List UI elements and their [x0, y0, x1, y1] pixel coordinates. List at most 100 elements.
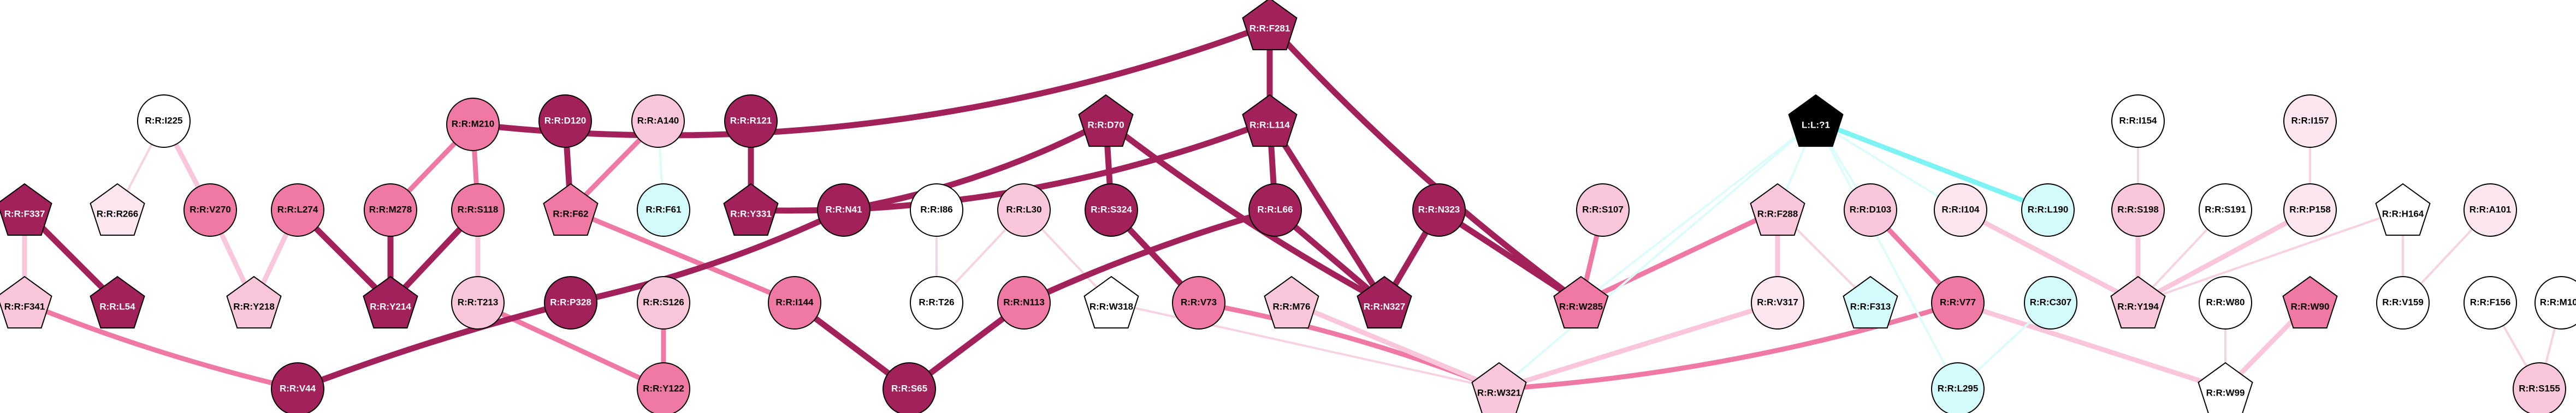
node-r-r-v44: R:R:V44 [271, 362, 324, 413]
node-r-r-w285: R:R:W285 [1553, 276, 1609, 329]
node-label: R:R:I154 [2119, 115, 2158, 125]
node-r-r-r266: R:R:R266 [90, 183, 145, 236]
node-circle-shape [364, 183, 417, 237]
node-pentagon-shape [1750, 183, 1805, 236]
node-label: R:R:F337 [4, 208, 45, 219]
node-circle-shape [2021, 183, 2075, 237]
node-label: R:R:F156 [2470, 297, 2511, 307]
node-circle-shape [1844, 183, 1897, 237]
node-r-r-s65: R:R:S65 [883, 362, 936, 413]
node-r-r-p328: R:R:P328 [544, 276, 597, 330]
node-circle-shape [2111, 183, 2165, 237]
node-circle-shape [1931, 276, 1985, 330]
node-label: R:R:W80 [2206, 297, 2245, 307]
node-circle-shape [2111, 94, 2165, 148]
node-r-r-d120: R:R:D120 [538, 94, 592, 148]
node-label: R:R:M105 [2540, 297, 2576, 307]
node-circle-shape [544, 276, 597, 330]
node-r-r-f337: R:R:F337 [0, 183, 52, 236]
node-label: R:R:L190 [2028, 204, 2069, 214]
node-r-r-i144: R:R:I144 [768, 276, 821, 330]
node-circle-shape [1248, 183, 1302, 237]
node-r-r-p158: R:R:P158 [2283, 183, 2337, 237]
node-label: R:R:N327 [1364, 301, 1406, 312]
node-r-r-y122: R:R:Y122 [637, 362, 690, 413]
node-label: R:R:H164 [2382, 208, 2424, 219]
node-pentagon-shape [2198, 362, 2253, 413]
node-r-r-s118: R:R:S118 [451, 183, 505, 237]
node-circle-shape [271, 362, 324, 413]
node-label: R:R:S107 [1582, 204, 1624, 214]
node-circle-shape [817, 183, 870, 237]
node-r-r-y331: R:R:Y331 [723, 183, 779, 236]
edge-r-r-f341-to-r-r-v44 [22, 300, 300, 392]
edge-r-r-t213-to-r-r-y122 [475, 300, 666, 392]
node-label: R:R:N113 [1003, 297, 1045, 307]
node-r-r-v317: R:R:V317 [1751, 276, 1804, 330]
node-label: R:R:R121 [730, 115, 772, 125]
node-circle-shape [446, 98, 500, 151]
node-circle-shape [271, 183, 324, 237]
node-pentagon-shape [543, 183, 599, 236]
node-r-r-v73: R:R:V73 [1172, 276, 1225, 330]
node-r-r-f62: R:R:F62 [543, 183, 599, 236]
node-pentagon-shape [363, 276, 418, 329]
node-r-r-v159: R:R:V159 [2376, 276, 2430, 330]
node-label: R:R:W321 [1477, 387, 1521, 398]
node-label: R:R:F288 [1757, 208, 1798, 219]
node-r-r-m76: R:R:M76 [1264, 276, 1319, 329]
node-circle-shape [2464, 183, 2517, 237]
edge-r-r-l66-to-r-r-n113 [1021, 207, 1278, 306]
edge-r-r-v73-to-r-r-w321 [1196, 300, 1502, 392]
node-label: R:R:F281 [1249, 23, 1290, 33]
node-label: R:R:W99 [2206, 387, 2245, 398]
node-r-r-m278: R:R:M278 [364, 183, 417, 237]
edge-r-r-f288-to-r-r-w285 [1578, 207, 1780, 306]
node-r-r-m105: R:R:M105 [2534, 276, 2576, 330]
node-r-r-s155: R:R:S155 [2513, 362, 2566, 413]
node-pentagon-shape [1078, 94, 1134, 147]
edge-l-l-1-to-r-r-w321 [1498, 120, 1817, 390]
node-r-r-r121: R:R:R121 [724, 94, 778, 148]
node-label: R:R:I144 [776, 297, 814, 307]
node-circle-shape [883, 362, 936, 413]
node-r-r-f313: R:R:F313 [1843, 276, 1898, 329]
node-pentagon-shape [0, 276, 52, 329]
node-circle-shape [637, 276, 690, 330]
node-r-r-i86: R:R:I86 [910, 183, 963, 237]
node-label: R:R:P158 [2289, 204, 2331, 214]
node-circle-shape [2283, 94, 2337, 148]
node-circle-shape [2024, 276, 2077, 330]
node-circle-shape [2283, 183, 2337, 237]
node-r-r-l190: R:R:L190 [2021, 183, 2075, 237]
node-label: R:R:Y194 [2117, 301, 2159, 312]
node-r-r-l66: R:R:L66 [1248, 183, 1302, 237]
node-label: R:R:D70 [1087, 119, 1124, 130]
edge-l-l-1-to-r-r-w285 [1580, 120, 1817, 304]
node-label: R:R:S191 [2205, 204, 2246, 214]
node-label: R:R:L295 [1938, 383, 1979, 393]
edge-r-r-f281-to-r-r-w285 [1266, 21, 1584, 306]
node-label: R:R:D120 [544, 115, 587, 125]
node-circle-shape [997, 183, 1051, 237]
node-label: R:R:V270 [190, 204, 231, 214]
node-r-r-f156: R:R:F156 [2464, 276, 2517, 330]
edge-r-r-f62-to-r-r-i144 [568, 207, 797, 306]
edge-r-r-v317-to-r-r-w321 [1496, 300, 1780, 392]
node-circle-shape [2464, 276, 2517, 330]
node-r-r-s324: R:R:S324 [1085, 183, 1138, 237]
node-label: R:R:I157 [2291, 115, 2329, 125]
node-circle-shape [1934, 183, 1987, 237]
node-circle-shape [2534, 276, 2576, 330]
edge-r-r-p328-to-r-r-v44 [294, 300, 574, 392]
node-pentagon-shape [1242, 0, 1298, 51]
node-label: R:R:V77 [1940, 297, 1976, 307]
node-r-r-l295: R:R:L295 [1931, 362, 1985, 413]
node-circle-shape [538, 94, 592, 148]
node-pentagon-shape [90, 183, 145, 236]
node-pentagon-shape [1242, 94, 1298, 147]
node-circle-shape [637, 362, 690, 413]
node-label: R:R:V159 [2382, 297, 2424, 307]
node-r-r-s107: R:R:S107 [1576, 183, 1630, 237]
